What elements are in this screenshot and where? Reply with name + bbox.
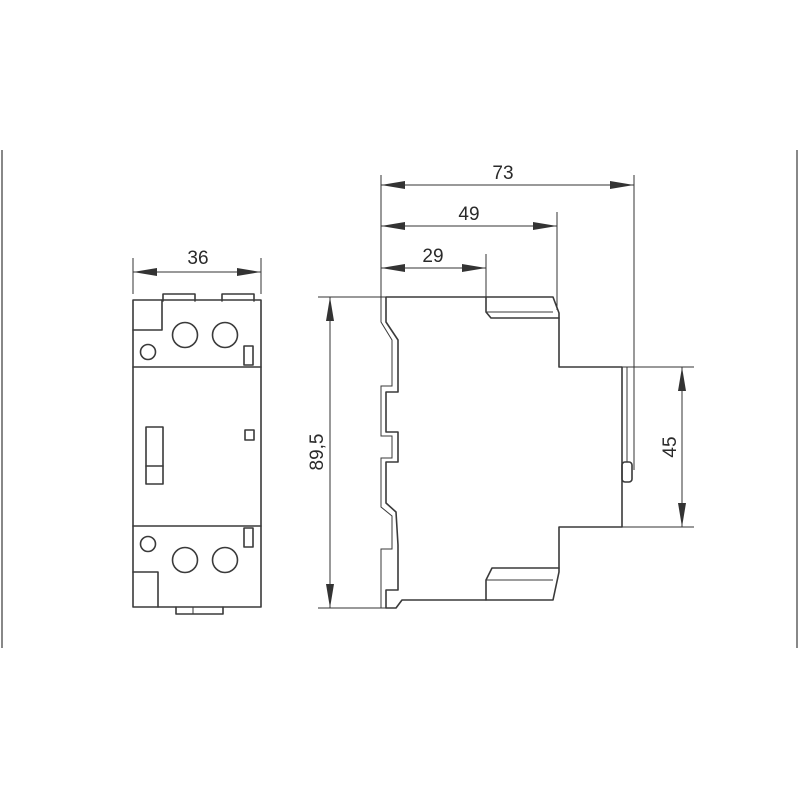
front-terminal-top-1 <box>171 321 199 349</box>
dim-height-total-label: 89,5 <box>307 434 328 471</box>
dim-front-height-arrow-bottom <box>678 503 686 527</box>
dimension-depth-total: 73 <box>380 163 635 470</box>
dim-depth-mid-label: 49 <box>458 204 479 225</box>
dim-width-arrow-right <box>237 268 261 276</box>
front-switch-lever <box>145 426 164 485</box>
front-screw-bottom <box>139 535 157 553</box>
side-body-outline <box>385 296 623 609</box>
dim-front-height-arrow-top <box>678 367 686 391</box>
front-screw-top <box>139 343 157 361</box>
dim-width-label: 36 <box>187 248 208 269</box>
front-top-notch <box>132 299 163 331</box>
dim-depth-front-label: 29 <box>422 246 443 267</box>
front-terminal-bottom-1 <box>171 546 199 574</box>
front-top-tab-left <box>162 293 196 302</box>
dimension-height-total: 89,5 <box>307 296 386 609</box>
front-indicator-window <box>244 429 255 441</box>
front-terminal-top-2 <box>211 321 239 349</box>
dim-depth-total-label: 73 <box>492 163 513 184</box>
side-top-terminal-cover <box>485 296 560 319</box>
side-rail-profile-inner <box>380 300 393 608</box>
front-bottom-notch <box>132 571 159 608</box>
dim-depth-total-arrow-left <box>381 181 405 189</box>
dimension-depth-mid: 49 <box>381 204 558 310</box>
side-bottom-terminal-cover <box>485 567 560 601</box>
dimension-height-front: 45 <box>622 366 694 528</box>
front-body-outline <box>132 299 262 608</box>
dim-height-arrow-top <box>326 297 334 321</box>
dim-width-arrow-left <box>133 268 157 276</box>
front-view <box>132 293 262 615</box>
front-slot-bottom <box>243 527 254 548</box>
dim-depth-mid-arrow-left <box>381 222 405 230</box>
front-terminal-bottom-2 <box>211 546 239 574</box>
front-bottom-clip <box>175 606 224 615</box>
dim-front-height-label: 45 <box>660 436 681 457</box>
dim-depth-mid-arrow-right <box>533 222 557 230</box>
dim-height-arrow-bottom <box>326 584 334 608</box>
dim-depth-total-arrow-right <box>610 181 634 189</box>
front-top-tab-right <box>221 293 255 302</box>
dimension-depth-front: 29 <box>381 246 487 297</box>
side-front-knob <box>621 461 633 483</box>
dim-depth-front-arrow-left <box>381 264 405 272</box>
dimension-width: 36 <box>132 248 262 294</box>
front-slot-top <box>243 345 254 366</box>
dim-depth-front-arrow-right <box>462 264 486 272</box>
side-view <box>380 296 633 609</box>
